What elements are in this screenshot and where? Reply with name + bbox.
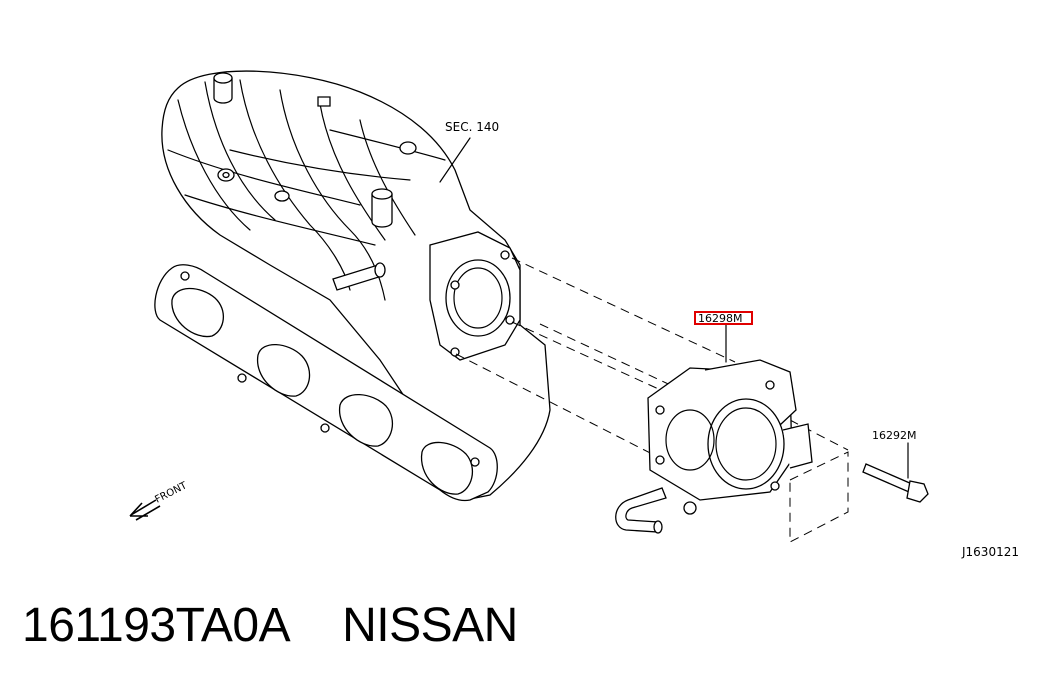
bolt-drawing bbox=[862, 463, 929, 503]
part-number: 161193TA0A bbox=[22, 599, 291, 652]
diagram-code: J1630121 bbox=[961, 545, 1019, 559]
front-label: FRONT bbox=[153, 480, 189, 506]
part-16298m-label[interactable]: 16298M bbox=[698, 312, 742, 325]
front-arrow-icon bbox=[129, 499, 161, 521]
throttle-body-drawing bbox=[615, 359, 813, 534]
brand-name: NISSAN bbox=[342, 599, 518, 652]
leader-lines bbox=[439, 137, 909, 479]
intake-manifold-drawing bbox=[161, 70, 551, 501]
highlight-box bbox=[694, 311, 753, 325]
parts-diagram: SEC. 140 16298M 16292M FRONT J1630121 bbox=[129, 70, 1019, 559]
bolt-16292m-label[interactable]: 16292M bbox=[872, 429, 916, 442]
sec-140-label: SEC. 140 bbox=[445, 120, 499, 134]
manifold-gasket-flange bbox=[154, 264, 498, 502]
caption: 161193TA0A NISSAN bbox=[22, 598, 518, 653]
